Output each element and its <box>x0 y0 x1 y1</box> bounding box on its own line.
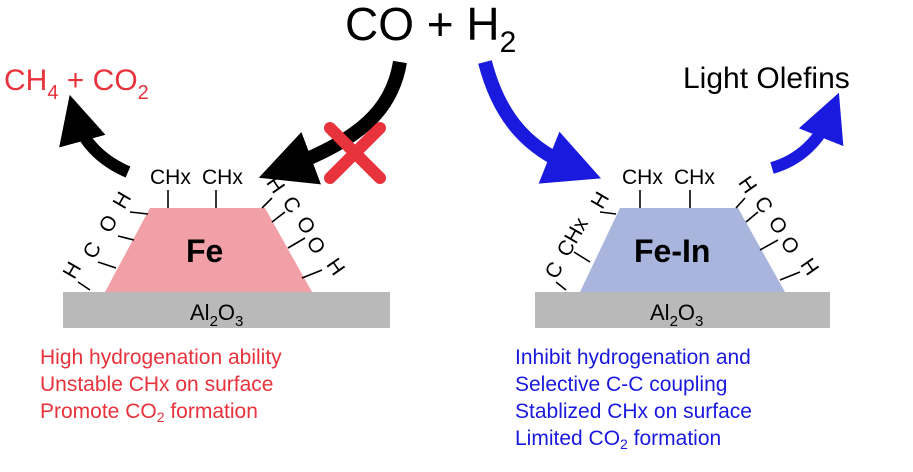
right-desc-line4: Limited CO2 formation <box>515 427 722 452</box>
right-co-o: O <box>764 212 792 239</box>
left-desc-line2: Unstable CHx on surface <box>40 373 274 396</box>
right-h-2: H <box>734 172 762 198</box>
right-chx-3: CHx <box>553 213 594 260</box>
left-product-text: CH4 + CO2 <box>4 64 149 104</box>
left-c: C <box>79 238 107 263</box>
right-catalyst-label: Fe-In <box>634 233 710 269</box>
left-adsorbate-bonds <box>77 190 323 291</box>
right-catalyst-particle <box>580 208 785 292</box>
right-support-label: Al2O3 <box>650 300 703 330</box>
right-product-arrow <box>770 92 844 174</box>
left-o: O <box>95 211 123 237</box>
left-desc-line3: Promote CO2 formation <box>40 400 258 425</box>
blocked-arrow <box>258 60 407 185</box>
left-chx-2: CHx <box>202 166 243 189</box>
right-c: C <box>541 258 569 283</box>
left-h-4: H <box>322 254 350 280</box>
left-o-2: O <box>302 232 330 259</box>
left-chx-1: CHx <box>150 166 191 189</box>
right-chx-1: CHx <box>622 166 663 189</box>
left-desc-line1: High hydrogenation ability <box>40 346 282 369</box>
left-catalyst-particle <box>105 208 312 292</box>
forward-arrow <box>478 60 601 184</box>
right-desc-line2: Selective C-C coupling <box>515 373 728 396</box>
left-catalyst-label: Fe <box>186 233 223 269</box>
title-text: CO + H2 <box>345 0 516 59</box>
blocked-cross-icon <box>324 122 386 184</box>
left-support-label: Al2O3 <box>190 300 243 330</box>
right-h-3: H <box>796 254 824 280</box>
left-h-2: H <box>109 188 137 213</box>
right-o-2: O <box>776 232 804 259</box>
left-product-arrow <box>59 94 131 178</box>
right-description: Inhibit hydrogenation and Selective C-C … <box>515 344 752 452</box>
right-chx-2: CHx <box>674 166 715 189</box>
right-product-text: Light Olefins <box>683 62 850 95</box>
left-support <box>63 292 390 328</box>
left-h-3: H <box>262 172 290 198</box>
right-h-1: H <box>587 188 615 213</box>
right-support <box>535 292 830 328</box>
left-h-1: H <box>59 258 87 283</box>
right-desc-line1: Inhibit hydrogenation and <box>515 346 751 369</box>
right-co-c: C <box>750 192 778 218</box>
right-adsorbate-bonds <box>555 190 801 291</box>
right-desc-line3: Stablized CHx on surface <box>515 400 752 423</box>
left-description: High hydrogenation ability Unstable CHx … <box>40 344 282 425</box>
